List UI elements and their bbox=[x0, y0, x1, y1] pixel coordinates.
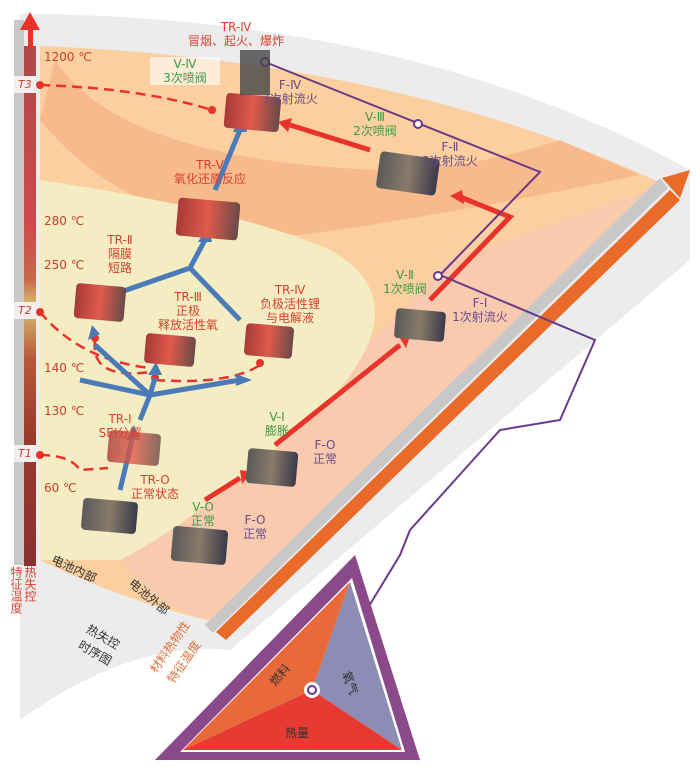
left-axis-label-1: 热失控 bbox=[23, 566, 37, 602]
tr2-code: TR-Ⅱ bbox=[107, 233, 133, 247]
f1-code: F-Ⅰ bbox=[472, 296, 488, 310]
gray-axis-bar bbox=[205, 178, 668, 633]
t1-mark: T1 bbox=[14, 445, 36, 462]
battery-cells bbox=[73, 50, 446, 565]
v2-desc: 1次喷阀 bbox=[383, 282, 427, 296]
temp-60: 60 ℃ bbox=[44, 481, 77, 495]
battery-tr4 bbox=[223, 93, 282, 133]
battery-exterior-zone bbox=[120, 185, 665, 622]
f1-desc: 1次射流火 bbox=[452, 310, 508, 324]
tr1-desc: SEI分解 bbox=[98, 426, 142, 440]
temp-250: 250 ℃ bbox=[44, 258, 85, 272]
fo1-desc: 正常 bbox=[312, 452, 337, 466]
axis-up-arrow bbox=[20, 12, 40, 30]
battery-tr0 bbox=[81, 497, 138, 534]
fo0-desc: 正常 bbox=[242, 527, 267, 541]
f4-code: F-Ⅳ bbox=[278, 78, 302, 92]
v4-code: V-Ⅳ bbox=[150, 57, 220, 71]
tr2-desc1: 隔膜 bbox=[107, 247, 132, 261]
fo0-code: F-O bbox=[244, 513, 266, 527]
battery-v2 bbox=[394, 308, 446, 342]
tr4-code: TR-Ⅳ bbox=[220, 20, 252, 34]
v0-code: V-O bbox=[192, 500, 214, 514]
axis-arrow-head bbox=[662, 170, 690, 198]
internal-reaction-arrows bbox=[79, 129, 243, 491]
high-temp-zone bbox=[40, 60, 640, 235]
v3-code: V-Ⅲ bbox=[364, 110, 386, 124]
tr4b-desc2: 与电解液 bbox=[265, 311, 314, 325]
tr0-code: TR-O bbox=[140, 473, 170, 487]
temp-130: 130 ℃ bbox=[44, 404, 85, 418]
v3-desc: 2次喷阀 bbox=[353, 124, 397, 138]
temp-140: 140 ℃ bbox=[44, 361, 85, 375]
v1-code: V-Ⅰ bbox=[269, 410, 285, 424]
external-progress-arrows bbox=[203, 122, 515, 503]
tr4b-code: TR-Ⅳ bbox=[274, 283, 306, 297]
battery-v1 bbox=[245, 448, 299, 487]
tr3-desc2: 释放活性氧 bbox=[157, 318, 218, 332]
t2-mark: T2 bbox=[14, 302, 36, 319]
temp-280: 280 ℃ bbox=[44, 214, 85, 228]
battery-tr5 bbox=[175, 197, 241, 241]
fire-triangle-link-line bbox=[264, 61, 597, 691]
battery-v0 bbox=[170, 525, 229, 565]
t3-mark: T3 bbox=[14, 76, 36, 93]
f2-code: F-Ⅱ bbox=[441, 140, 459, 154]
tr5-code: TR-Ⅴ bbox=[196, 158, 224, 172]
fire-triangle bbox=[155, 555, 420, 760]
f2-desc: 2次射流火 bbox=[422, 154, 478, 168]
battery-tr2 bbox=[73, 283, 127, 322]
tr1-code: TR-Ⅰ bbox=[108, 412, 132, 426]
tr4-desc: 冒烟、起火、爆炸 bbox=[187, 34, 284, 48]
v0-desc: 正常 bbox=[190, 514, 215, 528]
v1-desc: 膨胀 bbox=[264, 424, 289, 438]
tr3-code: TR-Ⅲ bbox=[174, 290, 202, 304]
tr4b-desc1: 负极活性锂 bbox=[259, 297, 320, 311]
left-axis-label-2: 特征温度 bbox=[9, 566, 23, 614]
tr5-desc: 氧化还原反应 bbox=[173, 172, 246, 186]
battery-v3 bbox=[376, 151, 440, 196]
f4-desc: 3次射流火 bbox=[262, 92, 318, 106]
v4-desc: 3次喷阀 bbox=[150, 71, 220, 85]
v2-code: V-Ⅱ bbox=[396, 268, 414, 282]
battery-tr1 bbox=[107, 430, 161, 466]
battery-tr4b bbox=[244, 323, 294, 359]
tr3-desc1: 正极 bbox=[175, 304, 200, 318]
tr0-desc: 正常状态 bbox=[130, 487, 179, 501]
fo1-code: F-O bbox=[314, 438, 336, 452]
material-temperature-axis bbox=[216, 190, 680, 640]
battery-tr3 bbox=[144, 333, 196, 367]
temp-1200: 1200 ℃ bbox=[44, 50, 92, 64]
tr2-desc2: 短路 bbox=[107, 261, 132, 275]
heat-label: 热量 bbox=[285, 726, 310, 740]
